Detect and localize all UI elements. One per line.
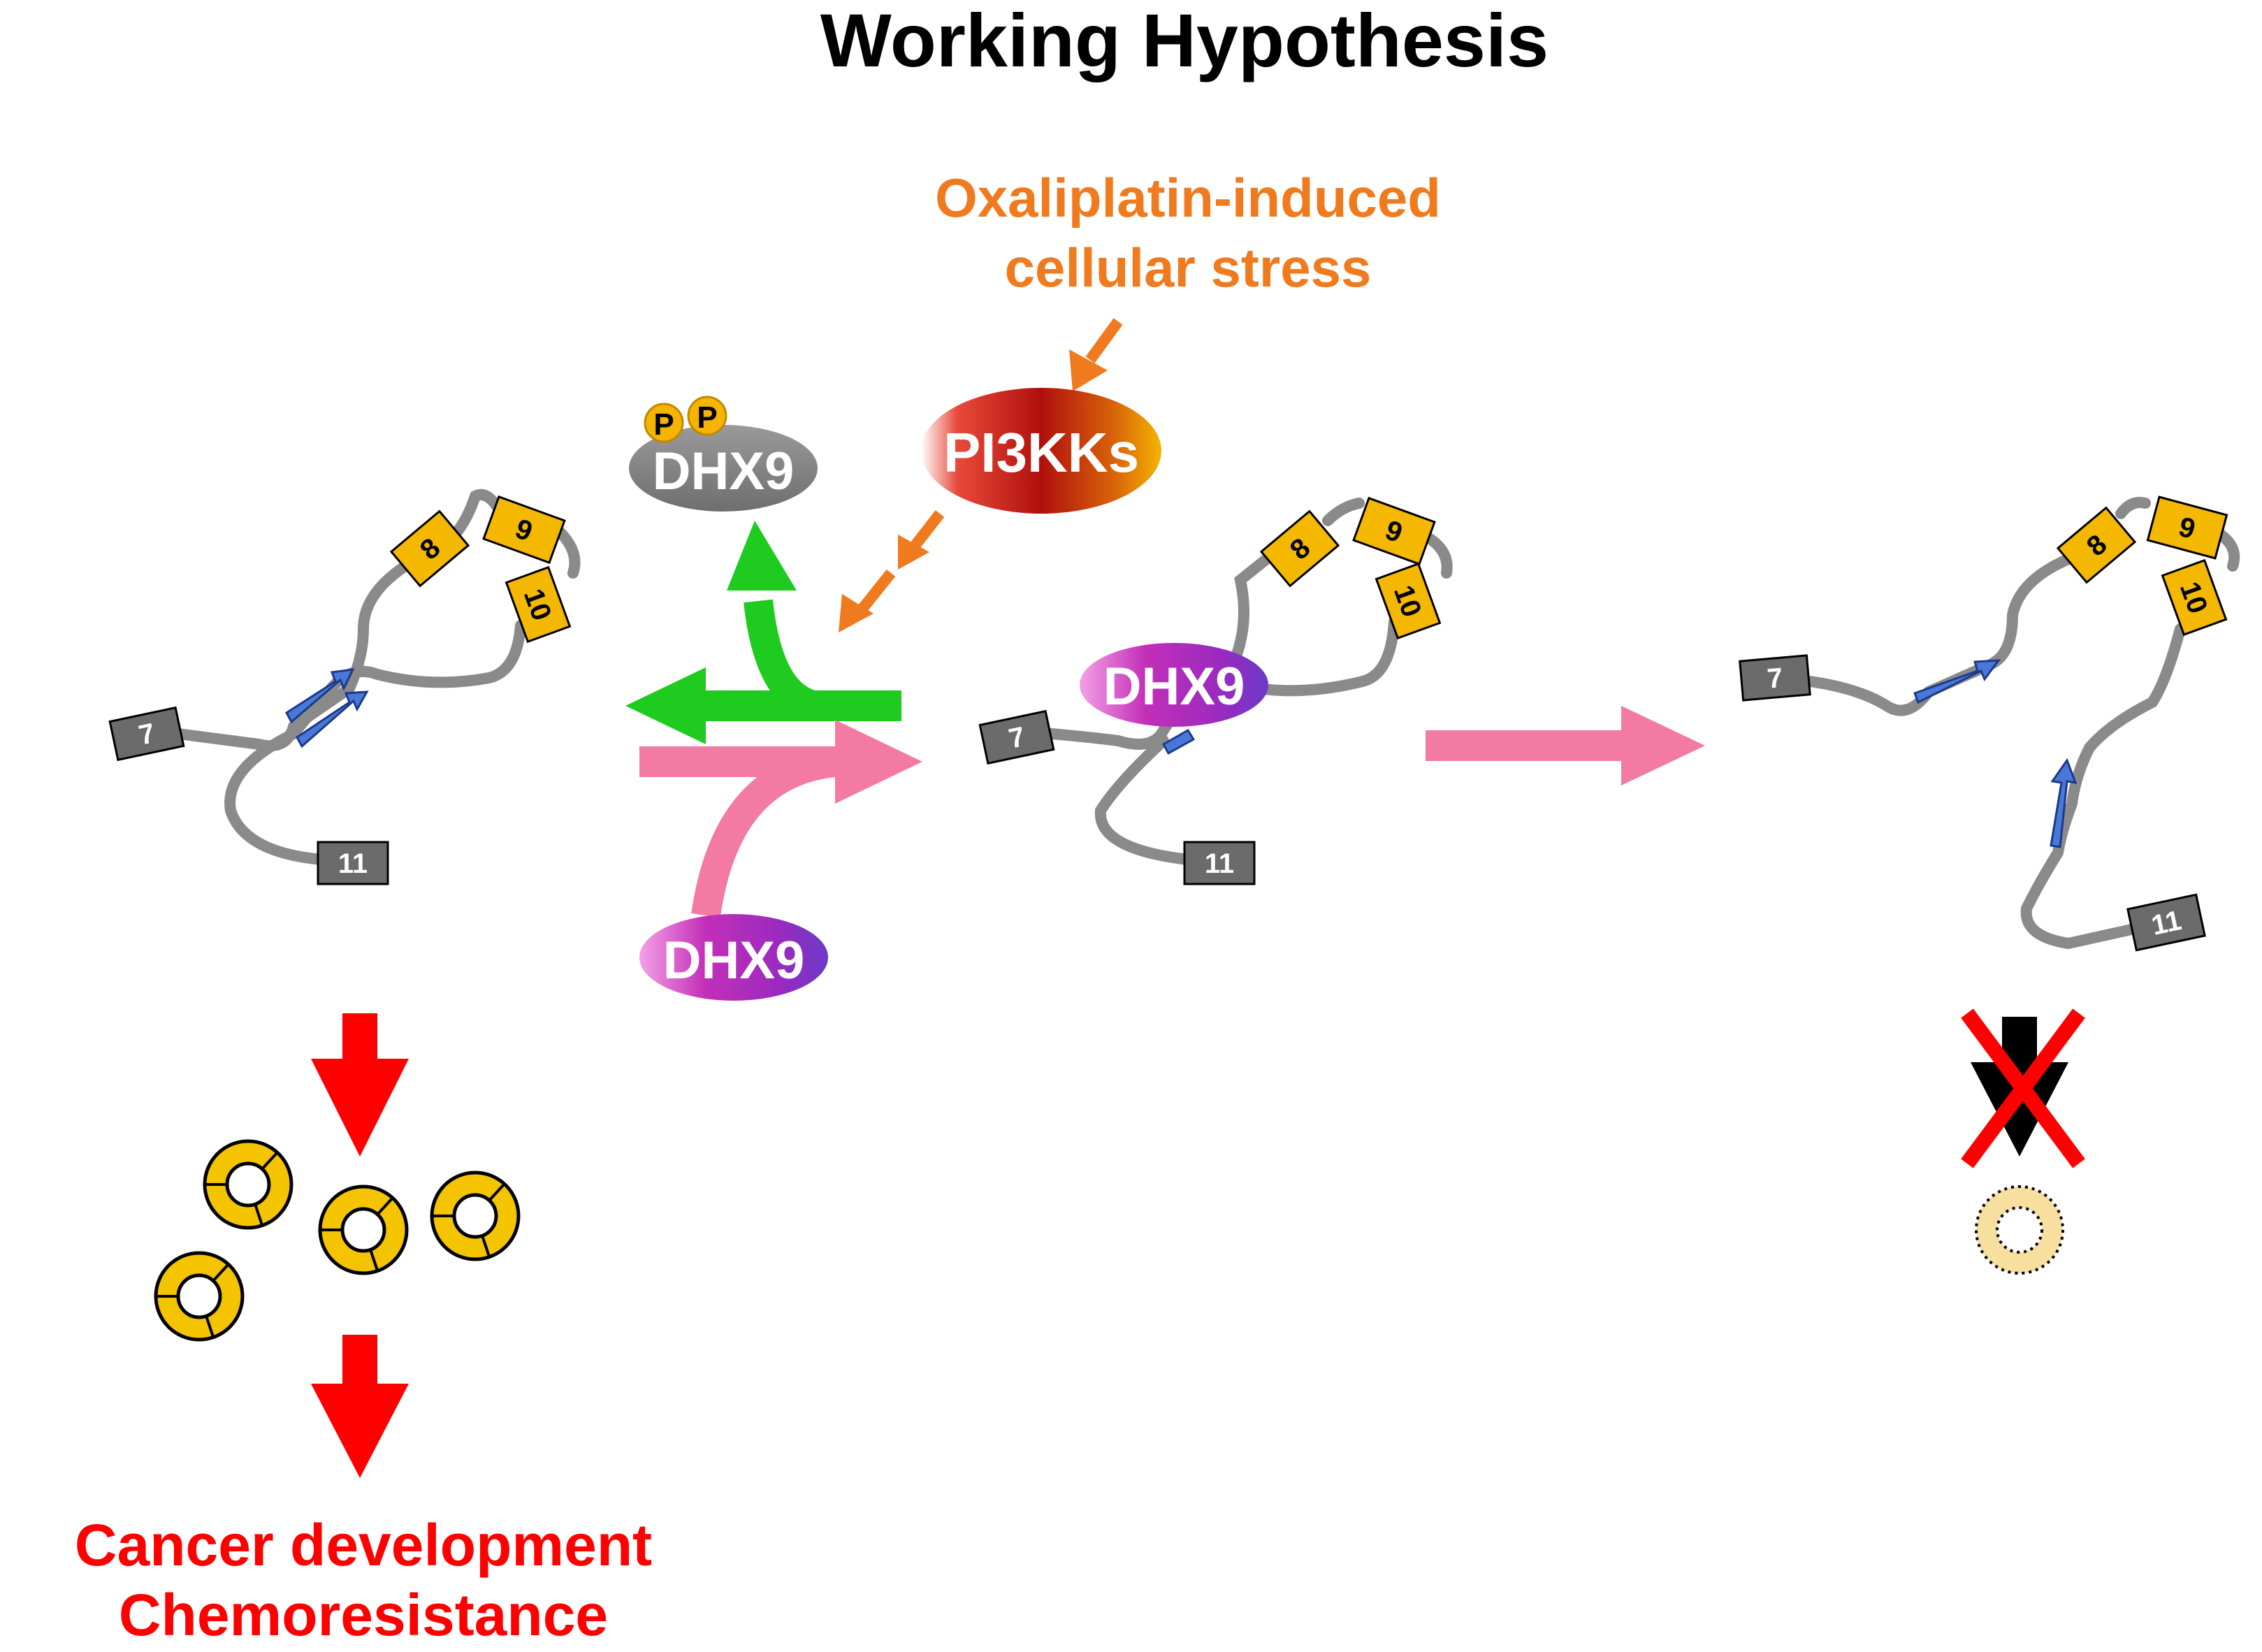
phospho-label-1: P	[653, 407, 674, 442]
stress-label-line1: Oxaliplatin-induced	[935, 167, 1441, 229]
phospho-dhx9-ellipse: DHX9 P P	[629, 396, 818, 512]
phospho-dhx9-label: DHX9	[653, 442, 795, 501]
pre-mrna-paired-repeats: 7 8 9 10 11	[108, 489, 581, 885]
exon-11-label: 11	[1205, 848, 1234, 879]
circrna-ring	[318, 1184, 409, 1275]
exon-8: 8	[1259, 509, 1340, 588]
pi3kks-ellipse: PI3KKs	[921, 388, 1161, 514]
pink-progress-arrow	[1426, 706, 1705, 785]
pre-mrna-dhx9-bound: DHX9 7 8 9 10 11	[978, 496, 1453, 885]
circrna-ring	[203, 1139, 293, 1230]
exon-9: 9	[2146, 495, 2228, 560]
outcome-line1: Cancer development	[75, 1512, 652, 1578]
circrna-ring	[430, 1171, 521, 1261]
faded-circrna-ring	[1975, 1185, 2064, 1275]
exon-11-label: 11	[2149, 905, 2184, 941]
exon-8: 8	[2056, 506, 2137, 584]
outcome-line2: Chemoresistance	[119, 1582, 608, 1648]
phospho-label-2: P	[697, 400, 717, 435]
exon-9: 9	[1352, 496, 1436, 566]
exon-7: 7	[108, 706, 185, 762]
exon-10: 10	[1375, 562, 1442, 640]
cross-icon	[1961, 1008, 2085, 1168]
exon-10: 10	[2161, 558, 2228, 637]
phospho-dot-1: P	[644, 403, 684, 443]
page-title: Working Hypothesis	[820, 0, 1549, 82]
free-dhx9-ellipse: DHX9	[639, 914, 828, 1001]
bound-dhx9-ellipse: DHX9	[1080, 643, 1268, 727]
stress-label-line2: cellular stress	[1005, 237, 1372, 298]
pre-mrna-unwound: 7 8 9 10 11	[1739, 495, 2240, 952]
exon-10: 10	[505, 565, 572, 644]
free-dhx9-label: DHX9	[663, 931, 805, 990]
circrna-group	[154, 1139, 521, 1342]
pi3kks-label: PI3KKs	[943, 421, 1139, 484]
exon-9: 9	[482, 495, 566, 565]
red-down-arrow-1	[311, 1013, 409, 1157]
green-reverse-arrow	[625, 667, 901, 744]
stress-to-pi3kks-arrow	[1069, 318, 1123, 391]
exon-11: 11	[1183, 841, 1256, 885]
exon-7: 7	[978, 709, 1055, 765]
exon-7: 7	[1739, 654, 1811, 702]
pi3kks-phosphorylation-arrow	[839, 510, 945, 632]
circrna-ring	[154, 1251, 245, 1342]
exon-8: 8	[389, 509, 470, 588]
phospho-dot-2: P	[687, 396, 727, 436]
exon-11-label: 11	[338, 848, 368, 879]
pink-forward-arrow	[639, 720, 922, 918]
exon-7-label: 7	[1766, 662, 1784, 695]
exon-11: 11	[317, 841, 389, 885]
red-down-arrow-2	[311, 1335, 409, 1478]
exon-11: 11	[2126, 893, 2206, 952]
bound-dhx9-label: DHX9	[1103, 657, 1245, 716]
inverted-repeat-arrow	[285, 668, 369, 748]
green-release-arrow	[727, 521, 901, 720]
